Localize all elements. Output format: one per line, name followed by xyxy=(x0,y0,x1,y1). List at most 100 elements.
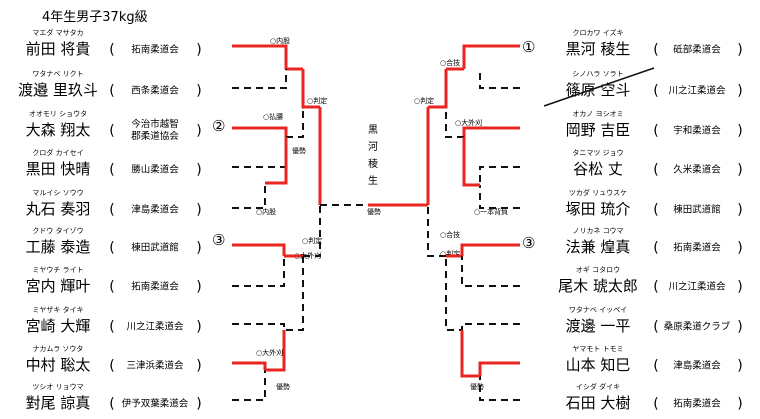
entrant-name: 大森 翔太 xyxy=(25,121,91,139)
entrant-name: 山本 知巳 xyxy=(565,356,631,374)
entrant-club: 拓南柔道会 xyxy=(673,243,721,253)
seed-mark: ① xyxy=(522,38,536,56)
entrant-name: 渡邉 里玖斗 xyxy=(18,81,98,99)
paren-close: ) xyxy=(196,42,202,58)
entrant-furigana: ヤマモト トモミ xyxy=(572,345,624,353)
entrant-name: 塚田 琉介 xyxy=(565,200,631,218)
strike-line xyxy=(543,67,655,107)
bracket-line xyxy=(303,205,321,257)
entrant-name: 石田 大樹 xyxy=(565,394,631,412)
bracket-win-line xyxy=(265,137,288,185)
bracket-line xyxy=(232,256,304,331)
entrant-name: 對尾 諒真 xyxy=(25,394,91,412)
entrant-club: 拓南柔道会 xyxy=(131,282,179,292)
result-label: ○内股 xyxy=(270,37,291,45)
bracket-line xyxy=(479,185,520,209)
paren-open: ( xyxy=(109,83,115,99)
entrant-furigana: ワタナベ イッペイ xyxy=(568,306,628,314)
bracket-line xyxy=(232,69,287,89)
result-label: ○判定 xyxy=(302,237,323,245)
bracket-win-line xyxy=(460,243,520,256)
entrant-name: 宮崎 大輝 xyxy=(25,317,91,335)
result-label: ○合技 xyxy=(440,231,461,239)
champion-char: 黒 xyxy=(368,125,378,136)
entrant-furigana: ナカムラ ソウタ xyxy=(32,345,84,353)
entrant-furigana: ワタナベ リクト xyxy=(32,70,84,78)
result-label: ○大外刈 xyxy=(455,119,483,127)
entrant-club: 津島柔道会 xyxy=(131,205,179,215)
entrant-furigana: クロカワ イズキ xyxy=(572,29,624,37)
bracket-win-line xyxy=(478,361,520,376)
club-line: 西条柔道会 xyxy=(131,85,179,97)
paren-open: ( xyxy=(653,396,659,412)
seed-mark: ② xyxy=(212,117,226,135)
paren-close: ) xyxy=(737,42,743,58)
champion-label: 黒 河 稜 生 xyxy=(368,126,378,187)
bracket-win-line xyxy=(265,330,286,372)
paren-open: ( xyxy=(109,202,115,218)
paren-close: ) xyxy=(196,279,202,295)
bracket-line xyxy=(232,183,266,209)
bracket-win-line xyxy=(462,137,480,187)
champion-char: 稜 xyxy=(368,159,378,170)
entrant-name: 黒田 快晴 xyxy=(25,160,91,178)
seed-mark: ③ xyxy=(212,231,226,249)
entrant-name: 法兼 煌真 xyxy=(565,238,631,256)
entrant-club: 今治市越智郡柔道協会 xyxy=(131,119,179,143)
paren-open: ( xyxy=(653,319,659,335)
bracket-line xyxy=(479,69,520,89)
paren-open: ( xyxy=(653,42,659,58)
bracket-win-line xyxy=(301,69,320,109)
entrant-name: 中村 聡太 xyxy=(25,356,91,374)
result-label: ○内股 xyxy=(256,208,277,216)
paren-open: ( xyxy=(653,202,659,218)
entrant-club: 宇和柔道会 xyxy=(673,126,721,136)
entrant-club: 川之江柔道会 xyxy=(668,86,725,96)
bracket-win-line xyxy=(232,126,288,137)
entrant-name: 前田 将貴 xyxy=(25,40,91,58)
entrant-furigana: ノリカネ コウマ xyxy=(572,227,624,235)
result-label: ○合技 xyxy=(440,59,461,67)
club-line: 今治市越智 xyxy=(131,119,179,131)
bracket-win-line xyxy=(232,361,267,370)
club-line: 津島柔道会 xyxy=(673,360,721,372)
champion-char: 生 xyxy=(368,176,378,187)
paren-close: ) xyxy=(737,162,743,178)
club-line: 勝山柔道会 xyxy=(131,164,179,176)
paren-close: ) xyxy=(196,358,202,374)
bracket-win-line xyxy=(428,69,448,109)
entrant-name: 谷松 丈 xyxy=(573,160,623,178)
paren-open: ( xyxy=(653,240,659,256)
entrant-furigana: ミヤザキ タイキ xyxy=(32,306,84,314)
club-line: 郡柔道協会 xyxy=(131,131,179,142)
entrant-furigana: オオモリ ショウタ xyxy=(28,110,88,118)
entrant-club: 伊予双葉柔道会 xyxy=(122,399,189,409)
club-line: 棟田武道館 xyxy=(131,242,179,254)
paren-open: ( xyxy=(653,358,659,374)
entrant-name: 篠原 空斗 xyxy=(565,81,631,99)
paren-close: ) xyxy=(196,83,202,99)
bracket-line xyxy=(427,205,446,257)
bracket-line xyxy=(232,166,287,180)
bracket-win-line xyxy=(232,44,288,69)
club-line: 拓南柔道会 xyxy=(673,398,721,410)
entrant-name: 渡邊 一平 xyxy=(565,317,631,335)
entrant-club: 川之江柔道会 xyxy=(126,322,183,332)
paren-close: ) xyxy=(737,279,743,295)
entrant-club: 桑原柔道クラブ xyxy=(664,322,731,332)
entrant-furigana: ツカダ リュウスケ xyxy=(568,189,628,197)
paren-close: ) xyxy=(196,202,202,218)
bracket-win-line xyxy=(462,126,520,137)
result-label-final: 優勢 xyxy=(367,208,381,216)
entrant-furigana: シノハラ ソラト xyxy=(572,70,624,78)
bracket-line xyxy=(479,376,520,401)
club-line: 川之江柔道会 xyxy=(668,281,726,293)
entrant-club: 拓南柔道会 xyxy=(673,399,721,409)
bracket-line xyxy=(461,256,520,287)
seed-mark: ③ xyxy=(522,234,536,252)
paren-close: ) xyxy=(196,162,202,178)
entrant-furigana: マエダ マサタカ xyxy=(32,29,84,37)
paren-close: ) xyxy=(196,123,202,139)
club-line: 宇和柔道会 xyxy=(673,125,721,137)
